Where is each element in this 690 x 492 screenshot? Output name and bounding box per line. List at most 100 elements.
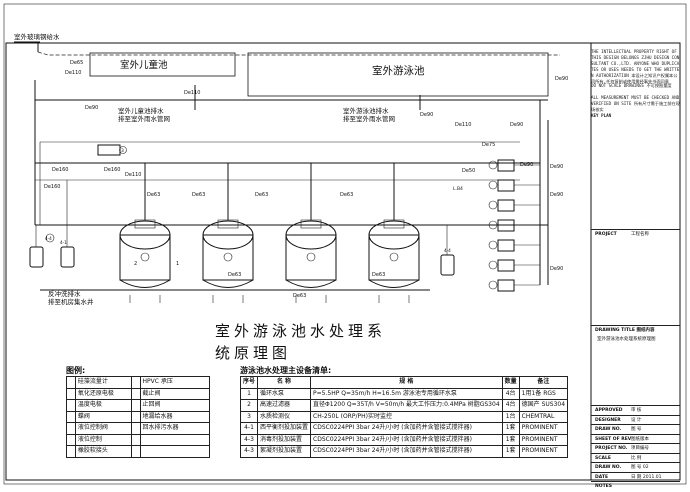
legend-row: 液位控制: [66, 433, 211, 446]
circulation-pumps: [488, 159, 540, 292]
legend-label: 液位控制: [74, 433, 132, 446]
pipe-size-label: De63: [147, 192, 160, 198]
legend-symbol: [130, 399, 141, 412]
legend-label: 硅藻流量计: [74, 376, 132, 389]
title-project-value: 工程名称: [631, 232, 649, 237]
title-field-key: APPROVED: [595, 408, 623, 413]
mark-1: 1: [176, 261, 179, 267]
legend-label: 地漏给水器: [139, 410, 211, 423]
pump-unit: [488, 259, 540, 272]
title-field-row: NOTES: [591, 481, 680, 492]
legend-label: 橡胶软接头: [74, 445, 132, 458]
title-field-value: 图 号: [631, 427, 642, 432]
legend-symbol: [66, 422, 76, 435]
equipment-header-row: 序号名 称规 格数量备注: [239, 376, 569, 389]
legend-title: 图例:: [66, 366, 86, 375]
dosing-marker: [119, 146, 127, 154]
pipe-size-label: De90: [550, 266, 563, 272]
pipe-size-label: De90: [85, 105, 98, 111]
equipment-cell: CDSC0224PPI 3bar 24升/小时 (含加药并含管接式搅拌器): [310, 445, 503, 458]
mark-3: 3: [121, 148, 124, 154]
equipment-cell: 消毒剂投加装置: [257, 433, 312, 446]
equipment-cell: CDSC0224PPI 3bar 24升/小时 (含加药并含管接式搅拌器): [310, 422, 503, 435]
legend-symbol: [130, 376, 141, 389]
title-field-row: SHEET OF REV图纸版本: [591, 433, 680, 445]
pump-unit: [488, 239, 540, 252]
legend-label: 氧化还原电极: [74, 387, 132, 400]
legend-row: 氧化还原电极截止阀: [66, 387, 211, 400]
pipe-size-label: De63: [293, 293, 306, 299]
equipment-cell: 1: [239, 387, 259, 400]
equipment-header-cell: 序号: [239, 376, 259, 389]
title-field-row: SCALE 比 例: [591, 452, 680, 464]
title-field-key: PROJECT NO.: [595, 446, 628, 451]
pipe-size-label: De90: [420, 112, 433, 118]
title-field-key: SCALE: [595, 455, 611, 461]
label-kids-drain: 室外儿童池排水: [118, 106, 164, 115]
title-field-value: 比 例: [631, 455, 642, 461]
legend-symbol: [66, 399, 76, 412]
pipe-size-label: De90: [550, 192, 563, 198]
title-field-key: SHEET OF REV: [595, 436, 632, 442]
pipe-size-label: De110: [455, 122, 471, 128]
legend-row: 温度电极止回阀: [66, 399, 211, 412]
legend-symbol: [130, 433, 141, 446]
outer-border: [3, 3, 687, 485]
tank-marker: [45, 233, 55, 243]
equipment-cell: 直径Φ1200 Q=35T/h V=50m/h 最大工作压力:0.4MPa 树脂…: [310, 399, 503, 412]
legend-symbol: [66, 387, 76, 400]
drawing-title-line-1: 室外游泳池水处理系: [215, 322, 387, 340]
title-field-value: 图 号 02: [631, 465, 649, 470]
equipment-cell: PROMINENT: [518, 433, 569, 446]
pipe-size-label: De63: [340, 192, 353, 198]
equipment-cell: 2: [239, 399, 259, 412]
drawing-frame: [5, 42, 681, 481]
pipe-size-label: De90: [550, 164, 563, 170]
pipe-size-label: De50: [462, 168, 475, 174]
equipment-cell: PROMINENT: [518, 422, 569, 435]
pump-unit: [488, 279, 540, 292]
title-field-value: 设 计: [631, 417, 642, 423]
equipment-cell: 4台: [501, 399, 520, 412]
pipe-size-label: De110: [65, 70, 81, 76]
equipment-cell: P=5.5HP Q=35m/h H=16.5m 游泳池专用循环水泵: [310, 387, 503, 400]
pool-water-line: [37, 51, 560, 56]
equipment-cell: 1用1备 RGS: [518, 387, 569, 400]
equipment-cell: 1套: [501, 433, 520, 446]
equipment-cell: 4-3: [239, 445, 259, 458]
pipe-size-label: De110: [125, 172, 141, 178]
title-note-verify: ALL MEASUREMENT MUST BE CHECKED AND VERI…: [591, 95, 680, 112]
legend-label: 截止阀: [139, 387, 211, 400]
label-glass-supply: 室外玻璃钢给水: [14, 32, 60, 41]
legend-row: 液位控制阀回水排污水器: [66, 422, 211, 435]
legend-label: 液位控制阀: [74, 422, 132, 435]
label-kids-pool: 室外儿童池: [120, 59, 168, 71]
legend-label: HPVC 承压: [139, 376, 211, 389]
equipment-cell: 德国产 SUS304: [518, 399, 569, 412]
legend-symbol: [66, 445, 76, 458]
title-field-value: 项目编号: [631, 446, 649, 451]
equipment-cell: 西平衡剂投加装置: [257, 422, 312, 435]
title-drawing-label: DRAWING TITLE 图纸内容: [595, 328, 655, 333]
equipment-header-cell: 规 格: [310, 376, 503, 389]
legend-label: [139, 433, 211, 446]
title-field-row: DRAW NO.图 号: [591, 424, 680, 435]
pump-unit: [488, 159, 540, 172]
legend-row: 蝶阀地漏给水器: [66, 410, 211, 423]
pump-unit: [488, 219, 540, 232]
pipe-size-label: De63: [372, 272, 385, 278]
chemical-tank-2: [60, 246, 75, 268]
main-pool: [247, 52, 549, 97]
pipe-size-label: De90: [520, 162, 533, 168]
chemical-tank-1: [29, 246, 44, 268]
title-block: THE INTELLECTUAL PROPERTY RIGHT OF THIS …: [591, 43, 680, 489]
title-key-plan: KEY PLAN: [591, 113, 612, 118]
legend-symbol: [66, 410, 76, 423]
sand-filter: [202, 163, 254, 303]
